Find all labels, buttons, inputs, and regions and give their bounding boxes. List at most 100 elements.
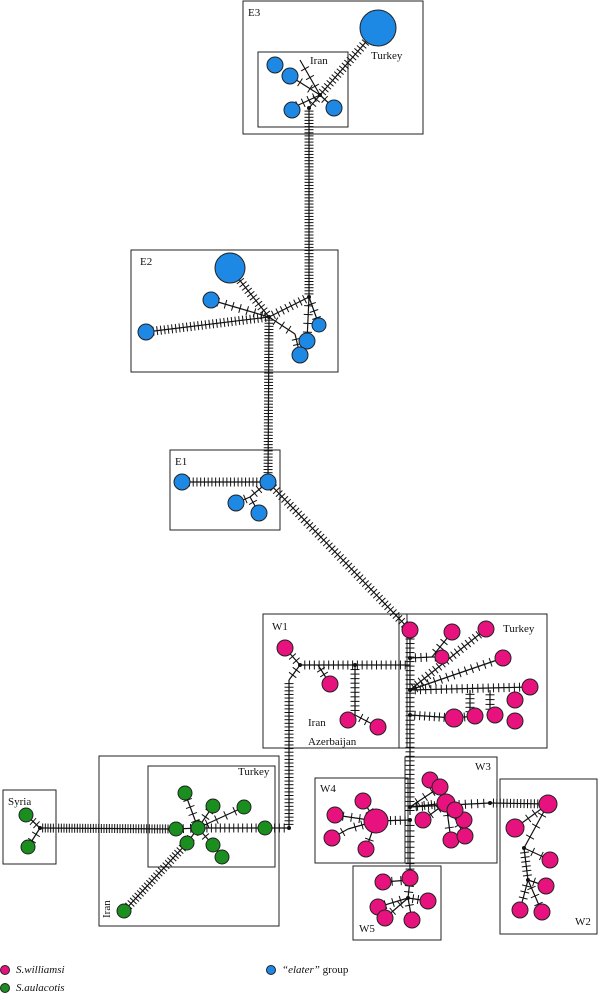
haplotype-node	[282, 68, 298, 84]
region-label-turkey-w1: Turkey	[503, 623, 535, 635]
legend-williamsi: S.williamsi	[0, 964, 65, 976]
haplotype-node	[360, 10, 396, 46]
mutation-tick	[451, 652, 457, 659]
mutation-tick	[213, 319, 214, 328]
network-edge	[269, 295, 309, 319]
haplotype-node	[420, 893, 436, 909]
mutation-tick	[306, 75, 314, 79]
median-vertex	[267, 315, 271, 319]
edge-line	[410, 687, 530, 690]
haplotype-node	[435, 650, 449, 664]
mutation-tick	[522, 870, 531, 871]
haplotype-node	[117, 904, 131, 918]
mutation-tick	[425, 672, 431, 679]
mutation-tick	[289, 672, 296, 677]
mutation-tick	[172, 324, 173, 333]
haplotype-node	[507, 713, 523, 729]
mutation-tick	[252, 298, 259, 304]
edge-line	[40, 828, 176, 829]
haplotype-node	[228, 495, 244, 511]
mutation-tick	[472, 634, 478, 641]
mutation-tick	[436, 644, 443, 650]
mutation-tick	[231, 317, 232, 326]
haplotype-node	[324, 830, 340, 846]
median-vertex	[307, 295, 311, 299]
mutation-tick	[392, 877, 393, 886]
mutation-tick	[298, 297, 302, 305]
haplotype-node	[258, 821, 272, 835]
mutation-tick	[250, 315, 251, 324]
legend-elater-label: “elater”	[282, 964, 320, 976]
edge-line	[268, 482, 410, 630]
network-edge	[410, 653, 432, 662]
haplotype-node	[284, 102, 300, 118]
mutation-tick	[520, 852, 529, 853]
clade-label-w4: W4	[320, 783, 336, 795]
mutation-tick	[160, 326, 161, 335]
mutation-tick	[258, 304, 265, 310]
haplotype-node	[542, 852, 558, 868]
haplotype-node	[467, 708, 483, 724]
haplotype-node	[415, 812, 431, 828]
mutation-tick	[286, 326, 291, 334]
median-vertex	[408, 713, 412, 717]
mutation-tick	[444, 713, 445, 722]
mutation-tick	[247, 291, 254, 297]
network-edge	[269, 317, 295, 334]
mutation-tick	[464, 713, 465, 722]
edge-line	[289, 665, 300, 680]
legend-aulacotis: S.aulacotis	[0, 982, 65, 994]
mutation-tick	[254, 314, 255, 323]
network-edges	[26, 28, 550, 920]
legend-williamsi-label: S.williamsi	[16, 964, 65, 976]
legend-elater-suffix: group	[320, 964, 348, 976]
mutation-tick	[216, 319, 217, 328]
haplotype-node	[203, 292, 219, 308]
mutation-tick	[317, 667, 325, 672]
mutation-tick	[521, 857, 530, 858]
median-vertex	[353, 663, 357, 667]
mutation-tick	[461, 643, 467, 650]
network-edge	[146, 313, 269, 336]
mutation-tick	[359, 714, 363, 722]
haplotype-node	[178, 786, 192, 800]
mutation-tick	[179, 323, 180, 332]
haplotype-node	[443, 832, 459, 848]
mutation-tick	[249, 500, 257, 504]
haplotype-node	[237, 800, 251, 814]
mutation-tick	[168, 325, 169, 334]
haplotype-node	[457, 828, 473, 844]
mutation-tick	[260, 308, 267, 314]
williamsi-swatch-icon	[0, 965, 10, 975]
aulacotis-swatch-icon	[0, 983, 10, 993]
network-edge	[289, 665, 300, 680]
mutation-tick	[175, 324, 176, 333]
mutation-tick	[454, 649, 460, 656]
haplotype-node	[377, 910, 393, 926]
haplotype-node	[444, 624, 460, 640]
mutation-tick	[242, 285, 249, 291]
mutation-tick	[532, 824, 540, 828]
mutation-tick	[440, 639, 447, 645]
network-edge	[268, 482, 411, 630]
mutation-tick	[255, 301, 262, 307]
elater-swatch-icon	[266, 965, 276, 975]
clade-label-w1: W1	[272, 621, 288, 633]
median-vertex	[526, 878, 530, 882]
region-label-turkey-e3: Turkey	[371, 50, 403, 62]
mutation-tick	[401, 876, 402, 885]
haplotype-node	[364, 809, 388, 833]
haplotype-node	[180, 836, 194, 850]
mutation-tick	[526, 815, 531, 822]
edge-line	[269, 297, 309, 317]
haplotype-node	[478, 621, 494, 637]
haplotype-node	[539, 795, 557, 813]
haplotype-node	[495, 650, 511, 666]
mutation-tick	[415, 711, 416, 720]
mutation-tick	[224, 318, 225, 327]
clade-label-w3: W3	[475, 761, 491, 773]
haplotype-node	[174, 474, 190, 490]
haplotype-node	[206, 838, 220, 852]
region-label-iran-e3: Iran	[310, 55, 328, 67]
